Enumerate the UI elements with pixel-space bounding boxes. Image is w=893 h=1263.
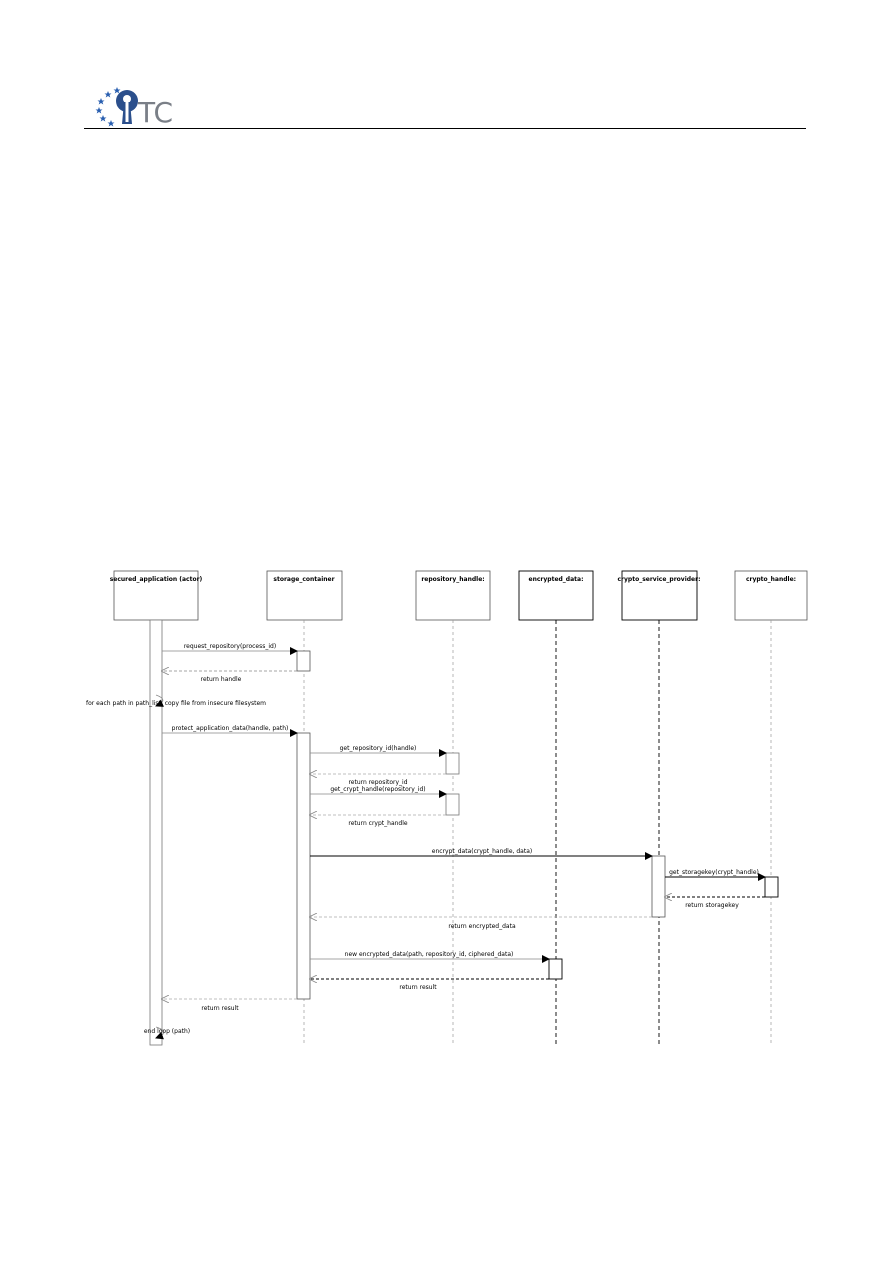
message-get-storagekey: get_storagekey(crypt_handle) (665, 869, 766, 881)
activation-bars (149, 619, 779, 1046)
svg-text:return crypt_handle: return crypt_handle (348, 820, 407, 827)
svg-text:get_storagekey(crypt_handle): get_storagekey(crypt_handle) (669, 869, 759, 876)
participant-repository-handle: repository_handle: (415, 570, 491, 621)
message-return-result-app: return result (162, 999, 297, 1012)
lifelines (303, 620, 772, 1045)
participant-storage-container: storage_container (266, 570, 343, 621)
svg-text:get_crypt_handle(repository_id: get_crypt_handle(repository_id) (330, 786, 425, 793)
message-return-result-encrypted: return result (310, 979, 549, 991)
participant-encrypted-data: encrypted_data: (518, 570, 594, 621)
participant-label: encrypted_data: (529, 576, 584, 583)
participant-crypto-service-provider: crypto_service_provider: (618, 570, 701, 621)
message-protect-application-data: protect_application_data(handle, path) (162, 725, 298, 737)
keyhole-icon (116, 90, 138, 124)
message-end-loop: end loop (path) (144, 1026, 190, 1040)
message-loop-path-list: for each path in path_list, copy file fr… (86, 694, 266, 707)
svg-text:return result: return result (201, 1005, 239, 1012)
participant-label: crypto_handle: (746, 576, 796, 583)
svg-text:return repository_id: return repository_id (348, 779, 407, 786)
header-rule (84, 128, 806, 129)
svg-text:return encrypted_data: return encrypted_data (448, 923, 516, 930)
message-return-encrypted-data: return encrypted_data (310, 917, 652, 930)
svg-text:get_repository_id(handle): get_repository_id(handle) (340, 745, 417, 752)
message-encrypt-data: encrypt_data(crypt_handle, data) (310, 848, 653, 860)
svg-text:return storagekey: return storagekey (685, 902, 739, 909)
message-return-repository-id: return repository_id (310, 774, 446, 786)
message-return-handle: return handle (162, 671, 297, 683)
participant-label: storage_container (273, 576, 334, 583)
svg-text:for each path in path_list, co: for each path in path_list, copy file fr… (86, 700, 266, 707)
participant-label: repository_handle: (421, 576, 484, 583)
participant-label: crypto_service_provider: (618, 576, 701, 583)
participant-crypto-handle: crypto_handle: (734, 570, 808, 621)
message-request-repository: request_repository(process_id) (162, 643, 298, 655)
message-return-storagekey: return storagekey (665, 897, 765, 909)
star-ring-icon (95, 87, 121, 127)
participant-label: secured_application (actor) (110, 576, 203, 583)
message-new-encrypted-data: new encrypted_data(path, repository_id, … (310, 951, 550, 963)
logo-text: TC (137, 96, 173, 128)
svg-text:return result: return result (399, 984, 437, 991)
itc-logo: TC (95, 87, 173, 128)
participant-secured-application: secured_application (actor) (110, 570, 203, 621)
svg-text:request_repository(process_id): request_repository(process_id) (184, 643, 276, 650)
svg-text:new encrypted_data(path, repos: new encrypted_data(path, repository_id, … (345, 951, 514, 958)
svg-text:encrypt_data(crypt_handle, dat: encrypt_data(crypt_handle, data) (432, 848, 532, 855)
message-return-crypt-handle: return crypt_handle (310, 815, 446, 827)
svg-text:protect_application_data(handl: protect_application_data(handle, path) (172, 725, 289, 732)
message-get-crypt-handle: get_crypt_handle(repository_id) (310, 786, 447, 798)
svg-text:return handle: return handle (201, 676, 242, 683)
svg-text:end loop (path): end loop (path) (144, 1028, 190, 1035)
message-get-repository-id: get_repository_id(handle) (310, 745, 447, 757)
